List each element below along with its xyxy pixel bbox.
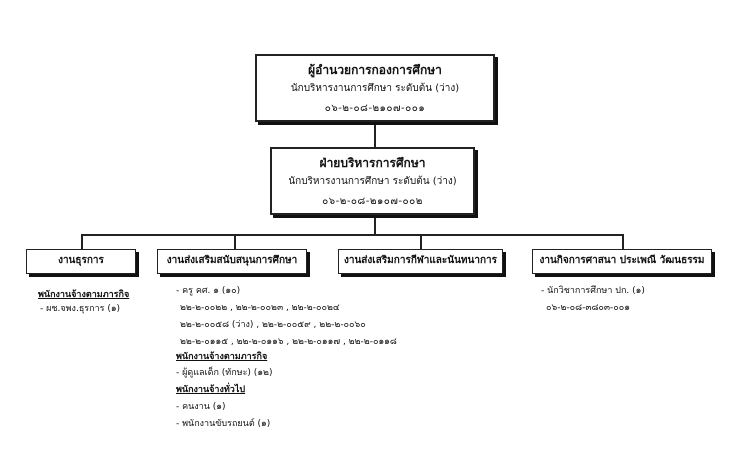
general-staff-heading: พนักงานจ้างตามภารกิจ (38, 290, 130, 300)
dept-religion-box: งานกิจการศาสนา ประเพณี วัฒนธรรม (532, 249, 712, 274)
religion-staff-code: ๐๖-๒-๐๘-๓๘๐๓-๐๐๑ (546, 303, 631, 313)
connector-support (234, 234, 236, 249)
dept-sports-title: งานส่งเสริมการกีฬาและนันทนาการ (343, 255, 498, 266)
dept-support-box: งานส่งเสริมสนับสนุนการศึกษา (157, 249, 307, 274)
connector-horizontal-bus (81, 234, 624, 236)
admin-title: ฝ่ายบริหารการศึกษา (319, 156, 426, 170)
support-mission-heading: พนักงานจ้างตามภารกิจ (176, 352, 268, 362)
religion-staff-line: - นักวิชาการศึกษา ปก. (๑) (541, 286, 645, 296)
support-code-line-1: ๒๒-๒-๐๐๒๒ , ๒๒-๒-๐๐๒๓ , ๒๒-๒-๐๐๒๔ (180, 303, 340, 313)
connector-director-admin (374, 122, 376, 147)
director-title: ผู้อำนวยการกองการศึกษา (308, 63, 442, 77)
support-worker-item: - คนงาน (๑) (176, 402, 226, 412)
dept-sports-box: งานส่งเสริมการกีฬาและนันทนาการ (338, 249, 503, 274)
support-general-heading: พนักงานจ้างทั่วไป (176, 385, 246, 395)
director-position: นักบริหารงานการศึกษา ระดับต้น (ว่าง) (290, 83, 460, 94)
support-caretaker-item: - ผู้ดูแลเด็ก (ทักษะ) (๑๒) (176, 368, 273, 378)
director-code: ๐๖-๒-๐๘-๒๑๐๗-๐๐๑ (324, 103, 426, 114)
support-code-line-3: ๒๒-๒-๐๑๑๕ , ๒๒-๒-๐๑๑๖ , ๒๒-๒-๐๑๑๗ , ๒๒-๒… (180, 337, 397, 347)
support-teacher-line: - ครู คศ. ๑ (๑๐) (176, 286, 241, 296)
dept-support-title: งานส่งเสริมสนับสนุนการศึกษา (166, 255, 298, 266)
general-staff-item: - ผช.จพง.ธุรการ (๑) (40, 304, 121, 314)
connector-sports (420, 234, 422, 249)
connector-general (81, 234, 83, 249)
support-code-line-2: ๒๒-๒-๐๐๕๘ (ว่าง) , ๒๒-๒-๐๐๕๙ , ๒๒-๒-๐๐๖๐ (180, 320, 366, 330)
dept-religion-title: งานกิจการศาสนา ประเพณี วัฒนธรรม (539, 255, 705, 266)
dept-general-title: งานธุรการ (58, 255, 104, 266)
connector-religion (622, 234, 624, 249)
admin-box: ฝ่ายบริหารการศึกษา นักบริหารงานการศึกษา … (270, 147, 475, 215)
admin-position: นักบริหารงานการศึกษา ระดับต้น (ว่าง) (288, 176, 457, 187)
dept-general-box: งานธุรการ (26, 249, 136, 274)
support-driver-item: - พนักงานขับรถยนต์ (๑) (176, 419, 271, 429)
director-box: ผู้อำนวยการกองการศึกษา นักบริหารงานการศึ… (255, 54, 495, 122)
connector-admin-bus (374, 215, 376, 235)
admin-code: ๐๖-๒-๐๘-๒๑๐๗-๐๐๒ (322, 196, 423, 207)
